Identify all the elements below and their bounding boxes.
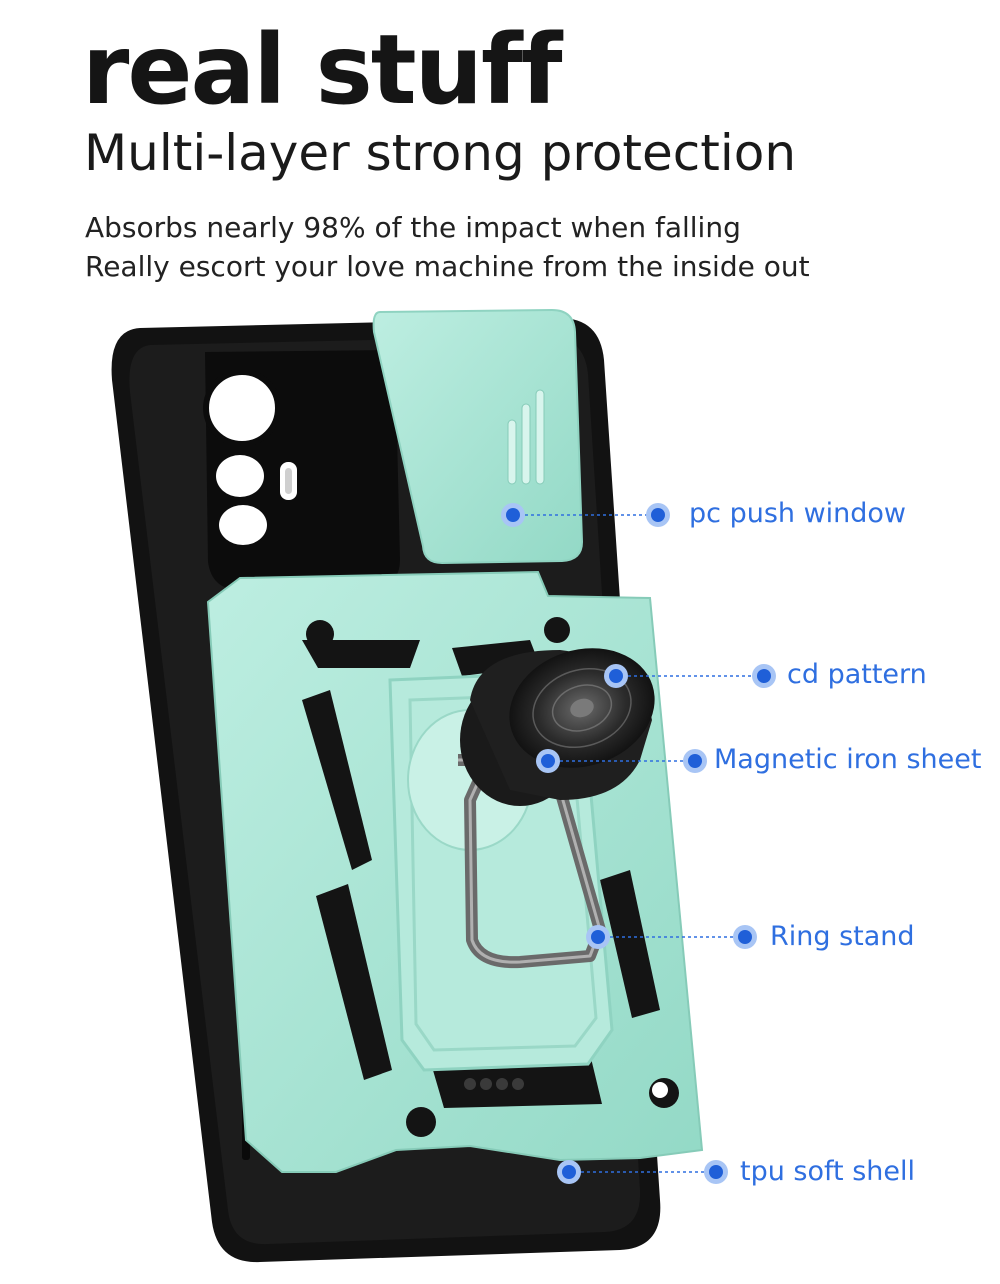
callout-dot-icon (704, 1160, 728, 1184)
callout-dot-icon (604, 664, 628, 688)
callout-dot-icon (586, 925, 610, 949)
callout-label-cd-pattern: cd pattern (787, 659, 927, 690)
headline: real stuff (82, 14, 562, 126)
description-line-1: Absorbs nearly 98% of the impact when fa… (85, 211, 741, 244)
callout-dot-icon (752, 664, 776, 688)
callout-dot-icon (536, 749, 560, 773)
callout-label-pc-push-window: pc push window (689, 498, 907, 529)
callout-label-ring-stand: Ring stand (770, 921, 915, 952)
callout-connectors (513, 514, 764, 1173)
callout-label-tpu-soft-shell: tpu soft shell (740, 1156, 915, 1187)
camera-lens-icon (216, 455, 264, 497)
camera-lens-icon (206, 372, 278, 444)
callout-dot-icon (733, 925, 757, 949)
camera-lens-icon (219, 505, 267, 545)
ring-stand (458, 754, 606, 969)
callout-dot-icon (501, 503, 525, 527)
subheadline: Multi-layer strong protection (84, 124, 797, 182)
callout-dot-icon (683, 749, 707, 773)
callout-dots (501, 503, 776, 1184)
description-line-2: Really escort your love machine from the… (85, 250, 810, 283)
push-window-slider (372, 308, 584, 565)
callout-dot-icon (557, 1160, 581, 1184)
callout-dot-icon (646, 503, 670, 527)
callout-label-magnetic-iron-sheet: Magnetic iron sheet (714, 744, 982, 775)
